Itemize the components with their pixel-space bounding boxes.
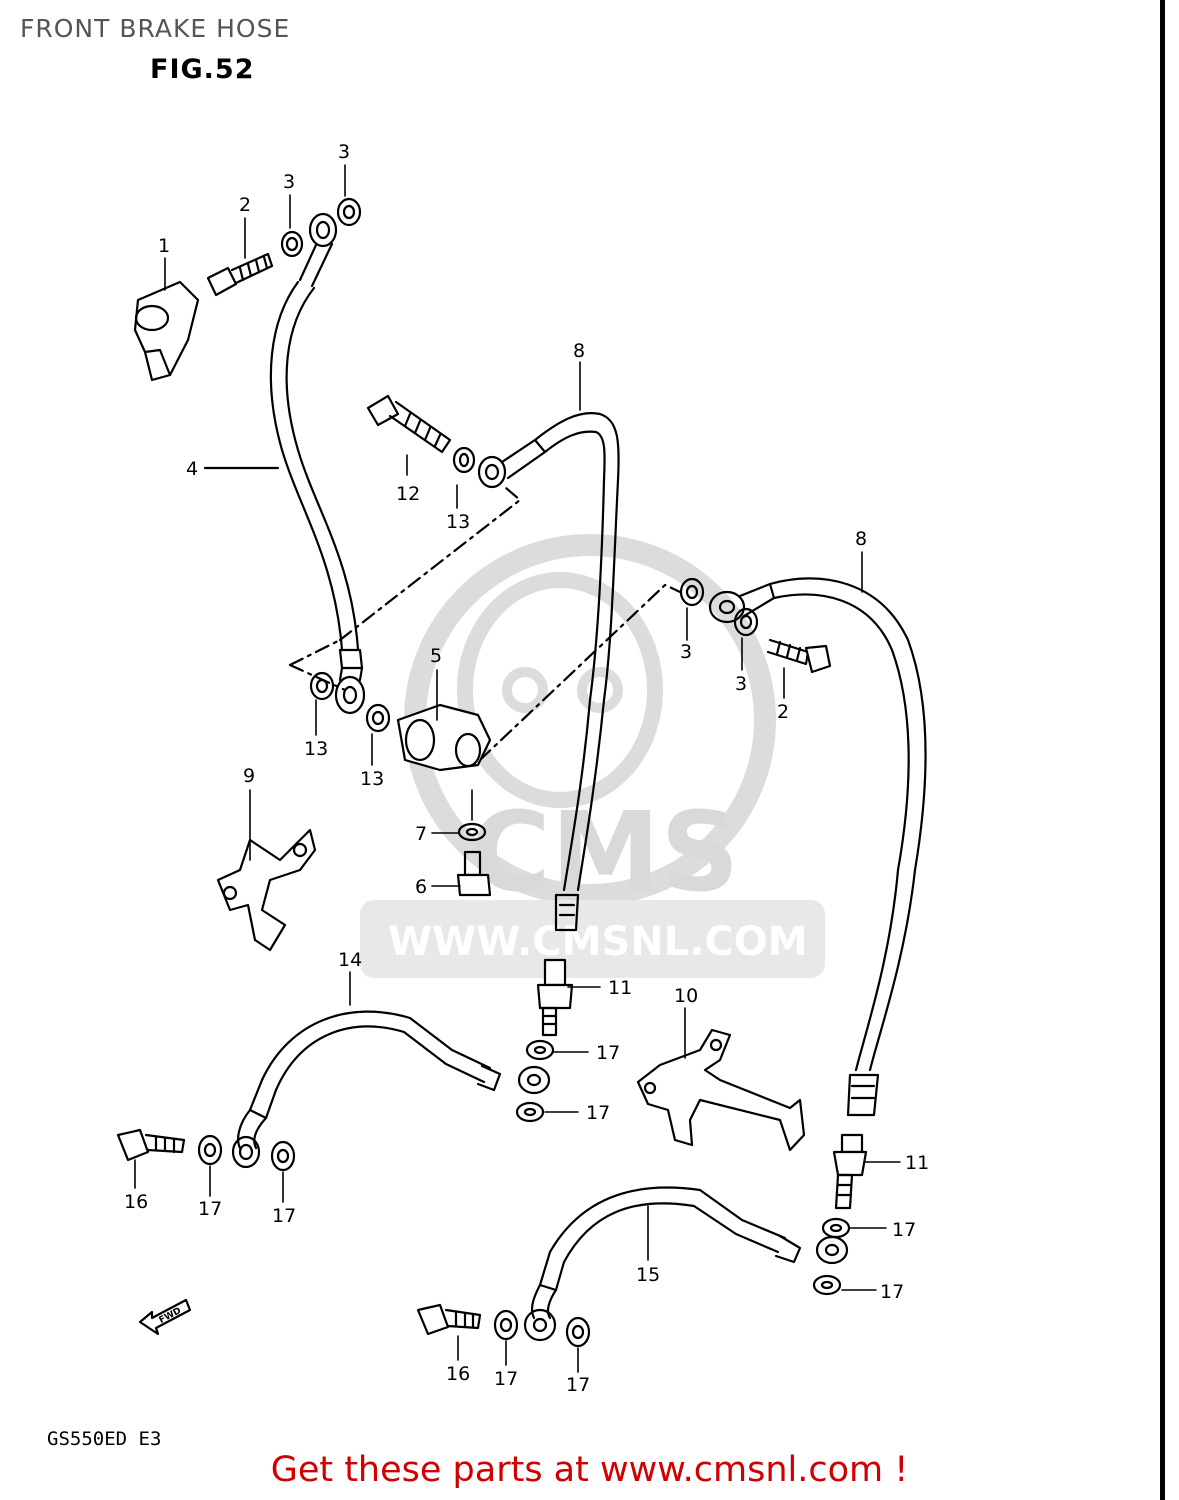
part-2-banjo-bolt-upper — [206, 252, 274, 297]
callout-6: 6 — [415, 876, 427, 898]
callout-16: 16 — [124, 1191, 148, 1213]
part-2-banjo-bolt-lower — [766, 638, 832, 674]
part-15-hose — [523, 1186, 849, 1342]
callout-16: 16 — [446, 1363, 470, 1385]
callout-3: 3 — [283, 171, 295, 193]
callout-8: 8 — [855, 528, 867, 550]
callout-2: 2 — [239, 194, 251, 216]
relation-line-a — [288, 486, 522, 667]
part-14-hose — [231, 1010, 551, 1169]
callout-17: 17 — [596, 1042, 620, 1064]
callout-2: 2 — [777, 701, 789, 723]
part-5-clamp — [396, 703, 492, 772]
model-code: GS550ED E3 — [47, 1428, 162, 1450]
callout-7: 7 — [415, 823, 427, 845]
part-7-washer — [457, 822, 487, 842]
callout-9: 9 — [243, 765, 255, 787]
footer-parts-link[interactable]: Get these parts at www.cmsnl.com ! — [270, 1450, 909, 1490]
callout-17: 17 — [892, 1219, 916, 1241]
part-16-banjo-bolt-right — [416, 1303, 482, 1336]
callout-5: 5 — [430, 645, 442, 667]
callout-8: 8 — [573, 340, 585, 362]
callout-13: 13 — [360, 768, 384, 790]
watermark-logo-text: CMS — [470, 788, 739, 916]
callout-4: 4 — [186, 458, 198, 480]
callout-17: 17 — [198, 1198, 222, 1220]
callout-17: 17 — [586, 1102, 610, 1124]
callout-17: 17 — [880, 1281, 904, 1303]
figure-label: FIG.52 — [150, 54, 255, 85]
callout-12: 12 — [396, 483, 420, 505]
part-3-washer-a — [280, 230, 304, 258]
watermark-url-band — [360, 900, 825, 978]
part-9-bracket — [216, 828, 317, 952]
callout-11: 11 — [905, 1152, 929, 1174]
part-3-washer-b — [336, 197, 362, 227]
part-10-bracket — [636, 1028, 806, 1152]
callout-17: 17 — [272, 1205, 296, 1227]
part-1-cap — [133, 280, 200, 382]
part-8-hose-right — [708, 577, 927, 1117]
relation-line-c — [478, 583, 682, 762]
watermark-face — [457, 572, 663, 808]
callouts: 1 2 3 3 4 8 12 13 8 5 3 3 2 13 13 9 7 6 … — [124, 141, 929, 1396]
forward-direction-arrow — [138, 1298, 192, 1336]
callout-3: 3 — [735, 673, 747, 695]
relation-line-b — [288, 663, 347, 692]
part-8-hose-left — [477, 412, 620, 932]
callout-1: 1 — [158, 235, 170, 257]
callout-10: 10 — [674, 985, 698, 1007]
watermark: CMS WWW.CMSNL.COM — [360, 534, 825, 978]
callout-17: 17 — [566, 1374, 590, 1396]
callout-13: 13 — [304, 738, 328, 760]
callout-11: 11 — [608, 977, 632, 999]
watermark-url: WWW.CMSNL.COM — [388, 919, 808, 965]
part-11-union-bolt-right — [832, 1133, 868, 1210]
part-6-bolt — [456, 850, 492, 897]
callout-15: 15 — [636, 1264, 660, 1286]
page-edge-rule — [1160, 0, 1165, 1500]
part-11-union-bolt-left — [536, 958, 574, 1037]
callout-14: 14 — [338, 949, 362, 971]
leader-lines — [134, 164, 901, 1373]
callout-17: 17 — [494, 1368, 518, 1390]
page-title: FRONT BRAKE HOSE — [20, 14, 291, 43]
callout-3: 3 — [680, 641, 692, 663]
part-16-banjo-bolt-left — [116, 1128, 186, 1162]
callout-3: 3 — [338, 141, 350, 163]
part-4-hose-upper — [269, 212, 366, 715]
part-12-banjo-bolt — [366, 394, 452, 454]
callout-13: 13 — [446, 511, 470, 533]
